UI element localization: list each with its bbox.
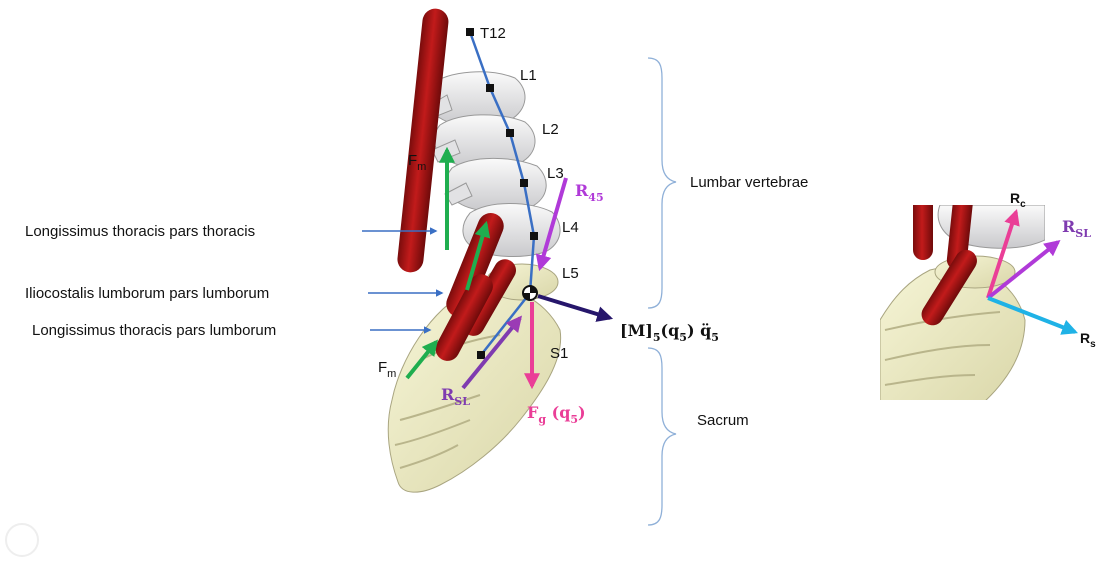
- label-ltl: Longissimus thoracis pars lumborum: [32, 322, 276, 339]
- label-t12: T12: [480, 25, 506, 42]
- label-fm-lower: Fm: [378, 359, 396, 380]
- inset-label-rs: Rs: [1080, 330, 1096, 350]
- label-fg: Fg (q5): [527, 403, 586, 426]
- joint-marker-l4: [530, 232, 538, 240]
- label-l4: L4: [562, 219, 579, 236]
- label-l2: L2: [542, 121, 559, 138]
- joint-marker-t12: [466, 28, 474, 36]
- label-ill: Iliocostalis lumborum pars lumborum: [25, 285, 269, 302]
- inset-label-rsl: RSL: [1062, 217, 1091, 240]
- label-l5: L5: [562, 265, 579, 282]
- inset-muscle-1: [913, 190, 933, 260]
- label-inertia: [M]5(q5) q̈5: [620, 321, 719, 344]
- joint-marker-l2: [506, 129, 514, 137]
- inset-panel: Rc RSL Rs: [880, 189, 1096, 410]
- joint-marker-l3: [520, 179, 528, 187]
- label-ltt: Longissimus thoracis pars thoracis: [25, 223, 255, 240]
- label-r45: R45: [575, 181, 604, 204]
- joint-marker-l1: [486, 84, 494, 92]
- label-lumbar-vertebrae: Lumbar vertebrae: [690, 174, 808, 191]
- label-l1: L1: [520, 67, 537, 84]
- brace-lumbar: [648, 58, 676, 308]
- brace-sacrum: [648, 348, 676, 525]
- label-l3: L3: [547, 165, 564, 182]
- joint-marker-s1: [477, 351, 485, 359]
- label-s1: S1: [550, 345, 568, 362]
- label-sacrum: Sacrum: [697, 412, 749, 429]
- watermark-icon: [6, 524, 38, 556]
